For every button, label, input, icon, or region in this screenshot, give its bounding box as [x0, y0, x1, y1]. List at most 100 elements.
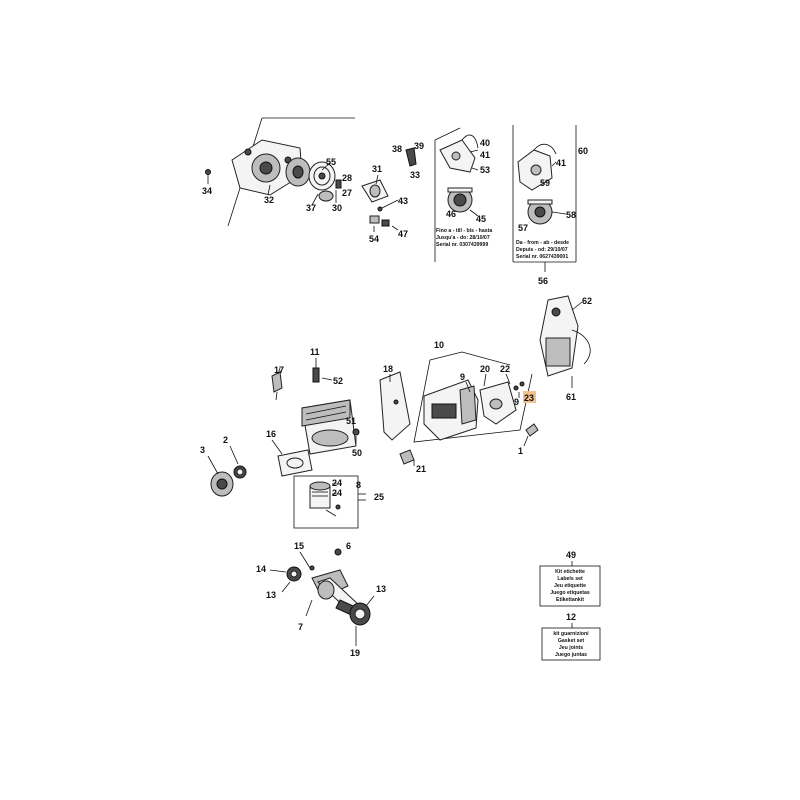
callout-49: 49 [566, 550, 576, 560]
callout-60: 60 [578, 146, 588, 156]
callout-9a: 9 [460, 372, 465, 382]
callout-55: 55 [326, 157, 336, 167]
callout-28: 28 [342, 173, 352, 183]
callout-51: 51 [346, 416, 356, 426]
callout-11: 11 [310, 347, 320, 357]
labels-set-line4: Juego etiquetas [550, 590, 590, 596]
plug-cap [405, 147, 417, 167]
callout-41b: 41 [556, 158, 566, 168]
callout-46: 46 [446, 209, 456, 219]
crank-bearing-left [286, 566, 302, 582]
rewind-spring [308, 161, 336, 191]
note-until-line1: Fino a - till - bis - hasta [436, 228, 492, 234]
starter-pulley [285, 157, 311, 187]
piston-group-frame [293, 475, 359, 529]
callout-24b: 24 [332, 488, 342, 498]
ignition-coil-old [439, 134, 479, 173]
oil-pump-gear [210, 471, 234, 497]
callout-47: 47 [398, 229, 408, 239]
callout-62: 62 [582, 296, 592, 306]
callout-52: 52 [333, 376, 343, 386]
switch-part [369, 215, 380, 224]
oil-seal [233, 465, 247, 479]
callout-6: 6 [346, 541, 351, 551]
callout-57: 57 [518, 223, 528, 233]
callout-2: 2 [223, 435, 228, 445]
callout-20: 20 [480, 364, 490, 374]
callout-19: 19 [350, 648, 360, 658]
callout-33: 33 [410, 170, 420, 180]
callout-16: 16 [266, 429, 276, 439]
callout-23: 23 [524, 393, 534, 403]
starter-housing [231, 139, 303, 196]
gasket-set-line3: Jeu joints [559, 645, 583, 651]
callout-23-highlight [523, 391, 536, 403]
callout-56: 56 [538, 276, 548, 286]
callout-50: 50 [352, 448, 362, 458]
callout-53: 53 [480, 165, 490, 175]
callout-32: 32 [264, 195, 274, 205]
labels-set-line5: Etikettankit [556, 597, 584, 603]
callout-40: 40 [480, 138, 490, 148]
callout-12: 12 [566, 612, 576, 622]
note-from-line2: Depuis - od: 29/10/07 [516, 247, 568, 253]
gasket-set-line4: Juego juntas [555, 652, 587, 658]
callout-13a: 13 [266, 590, 276, 600]
air-gasket [361, 179, 389, 203]
callout-39: 39 [414, 141, 424, 151]
muffler [423, 379, 479, 441]
callout-14: 14 [256, 564, 266, 574]
callout-41: 41 [480, 150, 490, 160]
spark-plug [271, 371, 283, 401]
callout-8: 8 [356, 480, 361, 490]
callout-18: 18 [383, 364, 393, 374]
labels-set-box [539, 565, 601, 607]
callout-45: 45 [476, 214, 486, 224]
callout-13b: 13 [376, 584, 386, 594]
flywheel-new [527, 199, 553, 225]
callout-3: 3 [200, 445, 205, 455]
callout-10: 10 [434, 340, 444, 350]
switch-part [381, 219, 390, 227]
callout-27: 27 [342, 188, 352, 198]
frame-line [434, 127, 461, 262]
callout-31: 31 [372, 164, 382, 174]
callout-9b: 9 [514, 397, 519, 407]
heat-shield [379, 371, 411, 441]
piston [309, 481, 331, 509]
callout-58: 58 [566, 210, 576, 220]
callout-7: 7 [298, 622, 303, 632]
callout-43: 43 [398, 196, 408, 206]
note-from-line1: Da - from - ab - desde [516, 240, 569, 246]
screw-part [335, 179, 342, 189]
flywheel-old [447, 187, 473, 213]
labels-set-line3: Jeu etiquette [554, 583, 586, 589]
note-until-line2: Jusqu'a - do: 28/10/07 [436, 235, 490, 241]
callout-30: 30 [332, 203, 342, 213]
gasket-set-line2: Gasket set [558, 638, 585, 644]
crank-bearing-right [349, 602, 371, 626]
gasket-set-line1: kit guarnizioni [553, 631, 589, 637]
screw-part [205, 169, 211, 175]
callout-37: 37 [306, 203, 316, 213]
callout-25: 25 [374, 492, 384, 502]
callout-54: 54 [369, 234, 379, 244]
ignition-module [539, 295, 591, 377]
labels-set-line1: Kit etichette [555, 569, 585, 575]
callout-59: 59 [540, 178, 550, 188]
callout-15: 15 [294, 541, 304, 551]
cylinder-screw [312, 367, 320, 383]
pawl-part [318, 190, 334, 202]
note-until-line3: Serial nr. 0307439999 [436, 242, 488, 248]
callout-1: 1 [518, 446, 523, 456]
callout-61: 61 [566, 392, 576, 402]
cylinder-gasket [277, 449, 313, 477]
labels-set-line2: Labels set [557, 576, 583, 582]
muffler-bolt [525, 423, 539, 437]
note-from-line3: Serial nr. 0627439001 [516, 254, 568, 260]
callout-17: 17 [274, 365, 284, 375]
cylinder [301, 399, 357, 455]
callout-34: 34 [202, 186, 212, 196]
